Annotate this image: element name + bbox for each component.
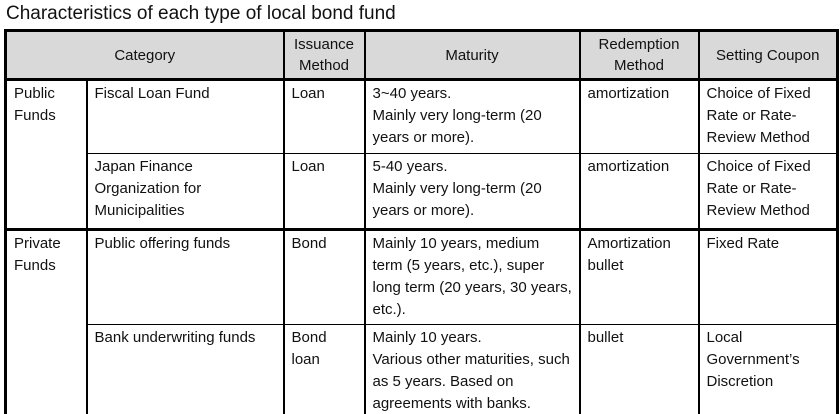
maturity-cell: Mainly 10 years, medium term (5 years, e… xyxy=(363,228,581,325)
setting-coupon-cell: Fixed Rate xyxy=(697,228,839,325)
maturity-cell: 3~40 years. Mainly very long-term (20 ye… xyxy=(363,79,581,154)
fund-name-cell: Bank underwriting funds xyxy=(85,324,285,414)
redemption-method-cell: bullet xyxy=(578,324,700,414)
category-cell-private-funds: Private Funds xyxy=(4,228,88,414)
header-redemption-method: Redemption Method xyxy=(578,30,700,81)
redemption-method-cell: amortization xyxy=(578,79,700,154)
page-title: Characteristics of each type of local bo… xyxy=(6,3,396,24)
setting-coupon-cell: Choice of Fixed Rate or Rate-Review Meth… xyxy=(697,153,839,230)
issuance-method-cell: Loan xyxy=(282,153,366,230)
header-maturity: Maturity xyxy=(363,30,581,81)
issuance-method-cell: Bond loan xyxy=(282,324,366,414)
setting-coupon-cell: Local Government’s Discretion xyxy=(697,324,839,414)
header-row: Category Issuance Method Maturity Redemp… xyxy=(4,30,839,81)
maturity-cell: 5-40 years. Mainly very long-term (20 ye… xyxy=(363,153,581,230)
fund-name-cell: Fiscal Loan Fund xyxy=(85,79,285,154)
bond-fund-table: Category Issuance Method Maturity Redemp… xyxy=(4,29,839,414)
table-row-bank-underwriting-funds: Bank underwriting funds Bond loan Mainly… xyxy=(6,324,839,414)
header-setting-coupon: Setting Coupon xyxy=(697,30,839,81)
issuance-method-cell: Loan xyxy=(282,79,366,154)
table-row-fiscal-loan-fund: Public Funds Fiscal Loan Fund Loan 3~40 … xyxy=(4,79,839,230)
fund-name-cell: Japan Finance Organization for Municipal… xyxy=(85,153,285,230)
header-category: Category xyxy=(4,30,285,81)
fund-name-cell: Public offering funds xyxy=(85,228,285,325)
header-issuance-method: Issuance Method xyxy=(282,30,366,81)
redemption-method-cell: Amortization bullet xyxy=(578,228,700,325)
maturity-cell: Mainly 10 years. Various other maturitie… xyxy=(363,324,581,414)
setting-coupon-cell: Choice of Fixed Rate or Rate-Review Meth… xyxy=(697,79,839,154)
redemption-method-cell: amortization xyxy=(578,153,700,230)
table-row-public-offering-funds: Private Funds Public offering funds Bond… xyxy=(4,228,839,414)
table-row-japan-finance-organization: Japan Finance Organization for Municipal… xyxy=(6,153,839,230)
issuance-method-cell: Bond xyxy=(282,228,366,325)
category-cell-public-funds: Public Funds xyxy=(4,79,88,230)
